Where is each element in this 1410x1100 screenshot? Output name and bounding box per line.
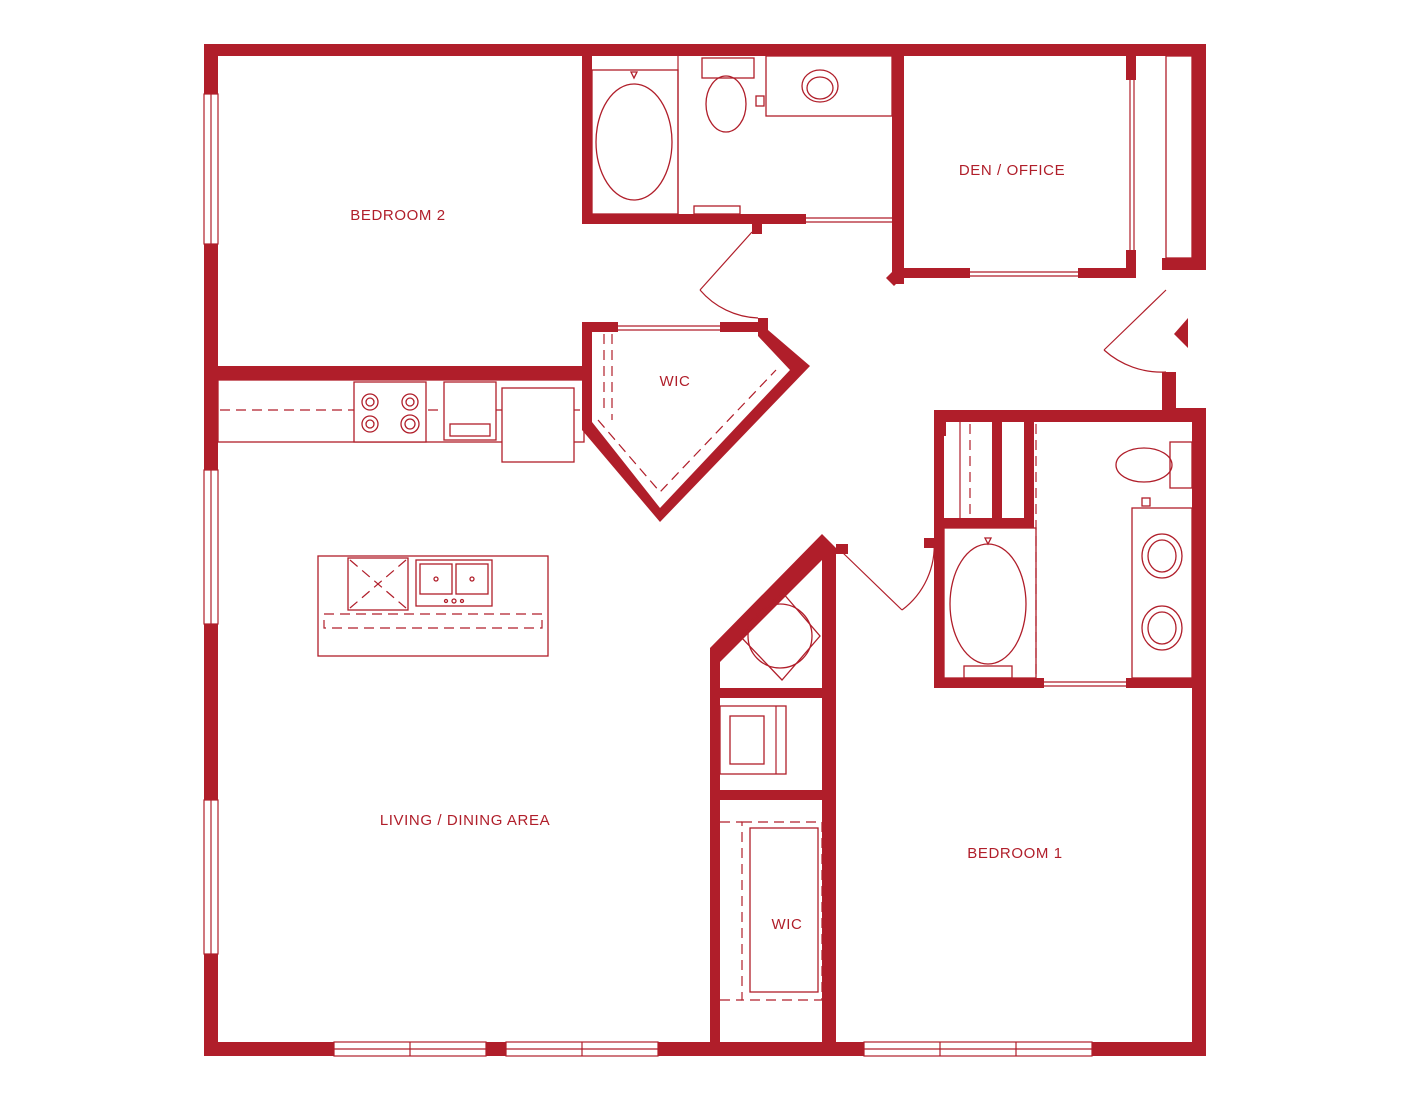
exterior-walls	[204, 44, 1206, 1056]
interior-walls	[218, 56, 1206, 1042]
room-label-wic-upper: WIC	[660, 373, 691, 390]
doors	[618, 55, 1193, 1010]
room-label-den-office: DEN / OFFICE	[959, 162, 1065, 179]
entry-arrow-icon	[1174, 318, 1188, 348]
bath2-fixtures	[591, 55, 893, 215]
room-label-bedroom1: BEDROOM 1	[967, 845, 1062, 862]
room-label-bedroom2: BEDROOM 2	[350, 207, 445, 224]
laundry-fixtures	[713, 591, 823, 1001]
bath1-fixtures	[943, 422, 1193, 679]
room-label-wic-lower: WIC	[772, 916, 803, 933]
wic-upper-shelving	[597, 334, 777, 493]
kitchen-fixtures	[217, 379, 585, 657]
room-label-living-dining: LIVING / DINING AREA	[380, 812, 550, 829]
windows	[203, 93, 1093, 1057]
